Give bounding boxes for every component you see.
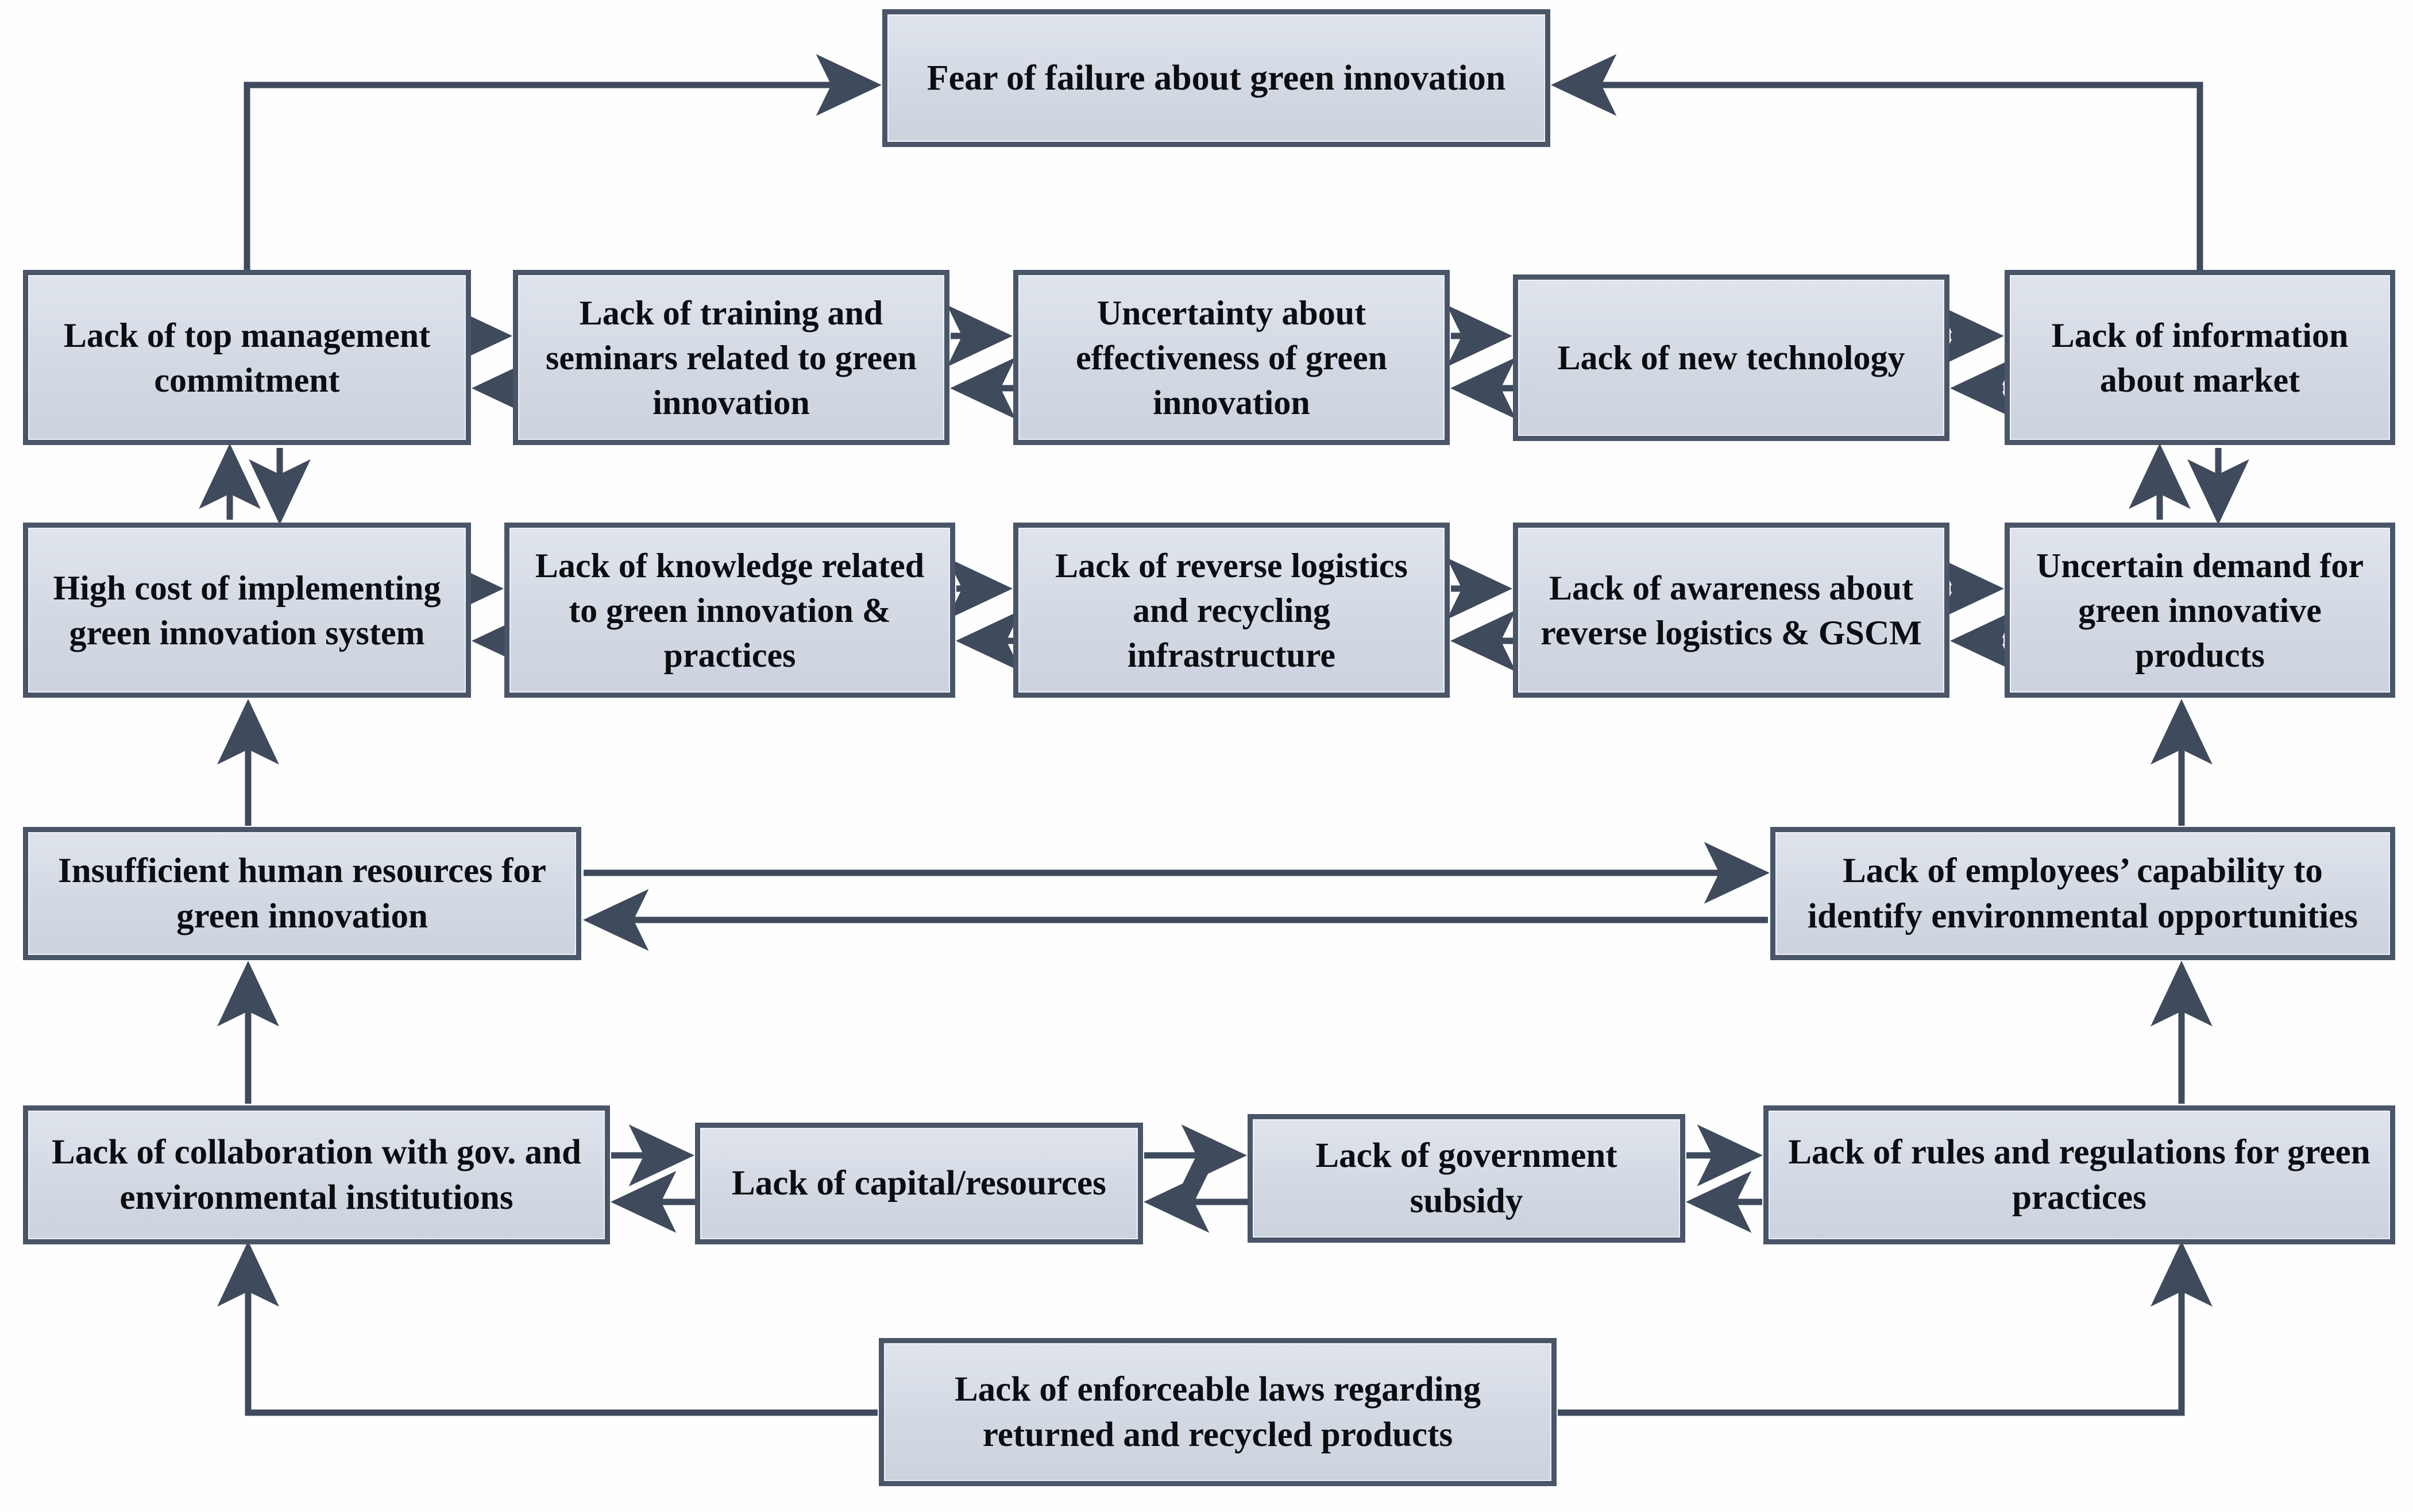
- node-reverse_log[interactable]: Lack of reverse logistics and recycling …: [1013, 523, 1450, 698]
- node-uncertainty_eff[interactable]: Uncertainty about effectiveness of green…: [1013, 270, 1450, 445]
- edge-laws-to-collabgov: [217, 1240, 878, 1416]
- node-collab_gov[interactable]: Lack of collaboration with gov. and envi…: [23, 1105, 610, 1244]
- node-label-high_cost: High cost of implementing green innovati…: [53, 569, 441, 652]
- node-label-gov_subsidy: Lack of government subsidy: [1315, 1136, 1617, 1220]
- edge-infomarket-to-fear: [1550, 54, 2203, 270]
- node-label-awareness: Lack of awareness about reverse logistic…: [1541, 569, 1922, 652]
- node-fear_failure[interactable]: Fear of failure about green innovation: [882, 9, 1550, 147]
- node-info_market[interactable]: Lack of information about market: [2005, 270, 2395, 445]
- node-human_res[interactable]: Insufficient human resources for green i…: [23, 827, 581, 960]
- node-label-new_tech: Lack of new technology: [1557, 339, 1905, 377]
- node-label-uncertainty_eff: Uncertainty about effectiveness of green…: [1076, 293, 1387, 421]
- node-label-top_mgmt: Lack of top management commitment: [63, 316, 431, 399]
- node-gov_subsidy[interactable]: Lack of government subsidy: [1248, 1114, 1685, 1243]
- node-training[interactable]: Lack of training and seminars related to…: [513, 270, 949, 445]
- node-employee_cap[interactable]: Lack of employees’ capability to identif…: [1770, 827, 2395, 960]
- node-label-rules_regs: Lack of rules and regulations for green …: [1788, 1132, 2370, 1217]
- node-enforceable_laws[interactable]: Lack of enforceable laws regarding retur…: [879, 1338, 1557, 1486]
- node-label-uncertain_demand: Uncertain demand for green innovative pr…: [2036, 546, 2364, 674]
- node-label-collab_gov: Lack of collaboration with gov. and envi…: [52, 1132, 581, 1217]
- node-label-training: Lack of training and seminars related to…: [546, 293, 917, 421]
- node-capital[interactable]: Lack of capital/resources: [695, 1123, 1143, 1244]
- node-high_cost[interactable]: High cost of implementing green innovati…: [23, 523, 471, 698]
- node-label-reverse_log: Lack of reverse logistics and recycling …: [1055, 546, 1408, 674]
- edge-laws-to-rulesregs: [1558, 1240, 2213, 1416]
- node-new_tech[interactable]: Lack of new technology: [1513, 274, 1949, 441]
- node-knowledge[interactable]: Lack of knowledge related to green innov…: [504, 523, 955, 698]
- node-top_mgmt[interactable]: Lack of top management commitment: [23, 270, 471, 445]
- node-label-fear_failure: Fear of failure about green innovation: [926, 58, 1506, 98]
- edge-topmgmt-to-fear: [244, 54, 882, 270]
- node-label-knowledge: Lack of knowledge related to green innov…: [535, 546, 925, 674]
- node-label-info_market: Lack of information about market: [2051, 316, 2349, 399]
- node-label-capital: Lack of capital/resources: [732, 1164, 1106, 1203]
- node-label-employee_cap: Lack of employees’ capability to identif…: [1808, 851, 2358, 935]
- node-awareness[interactable]: Lack of awareness about reverse logistic…: [1513, 523, 1949, 698]
- node-label-enforceable_laws: Lack of enforceable laws regarding retur…: [954, 1370, 1481, 1454]
- node-rules_regs[interactable]: Lack of rules and regulations for green …: [1763, 1105, 2395, 1244]
- node-uncertain_demand[interactable]: Uncertain demand for green innovative pr…: [2005, 523, 2395, 698]
- node-label-human_res: Insufficient human resources for green i…: [57, 851, 547, 935]
